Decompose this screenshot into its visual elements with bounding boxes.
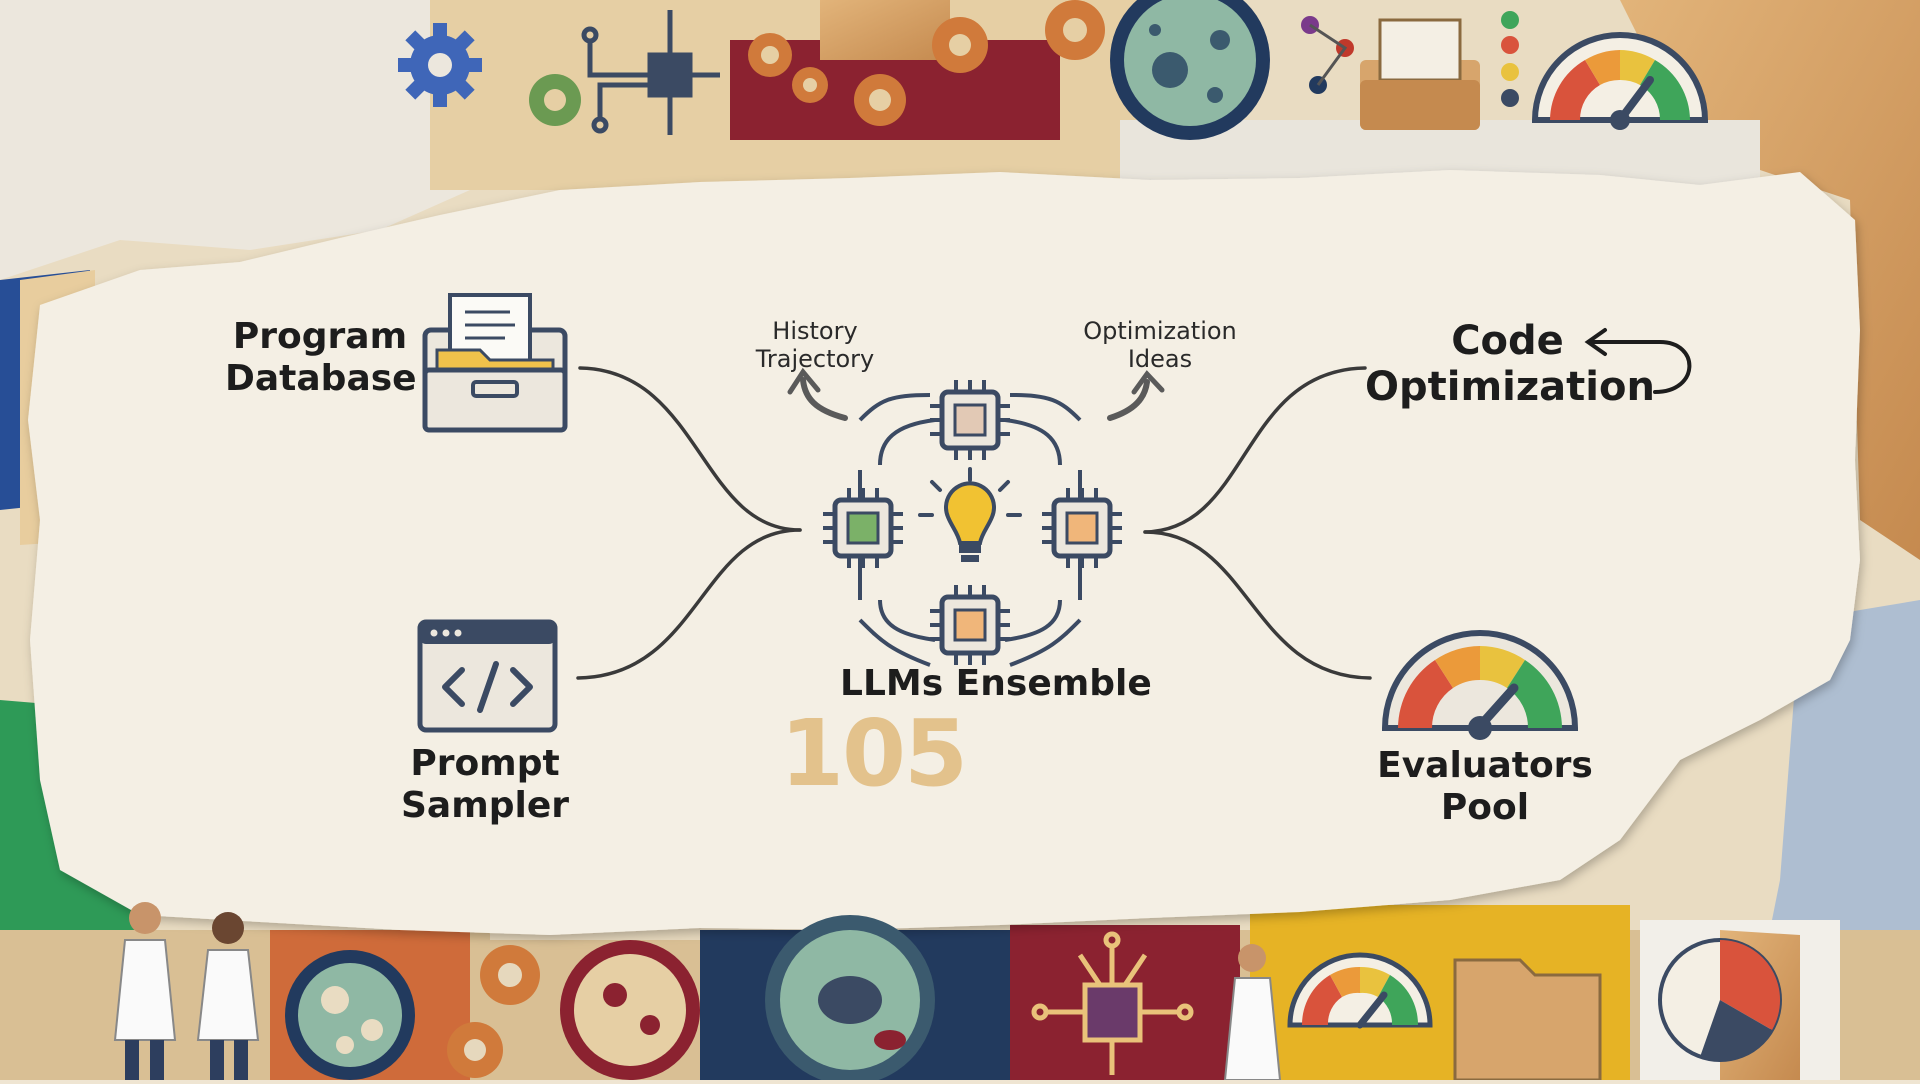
code-optimization-label-line1: Code <box>1451 318 1564 364</box>
history-trajectory-label: History Trajectory <box>735 317 895 373</box>
color-dots-icon <box>1501 11 1519 107</box>
chip-right-icon <box>1042 488 1122 568</box>
optimization-ideas-label-line2: Ideas <box>1127 344 1193 373</box>
petri-dish-bottom-maroon-icon <box>560 940 700 1080</box>
wood-block-top <box>820 0 950 60</box>
scientist-figures-left-icon <box>113 902 260 1080</box>
code-optimization-label-line2: Optimization <box>1365 364 1655 411</box>
prompt-sampler-icon <box>417 619 558 733</box>
program-database-icon <box>422 293 568 433</box>
folder-bottom-icon <box>1453 958 1602 1082</box>
prompt-sampler-label-line2: Sampler <box>400 784 569 826</box>
cell-dish-bottom-icon <box>765 915 935 1084</box>
code-optimization-label: Code Optimization <box>1365 318 1655 411</box>
code-optimization-loop-arrow <box>1588 340 1692 394</box>
scientist-figure-right-icon <box>1223 944 1282 1081</box>
file-box-top-icon <box>1360 18 1480 130</box>
evaluators-pool-label-line1: Evaluators <box>1377 745 1593 786</box>
evaluators-pool-label: Evaluators Pool <box>1375 745 1595 829</box>
circuit-chip-bottom-icon <box>1031 931 1194 1075</box>
history-trajectory-label-line2: Trajectory <box>755 344 875 373</box>
circuit-chip-top-icon <box>581 10 720 135</box>
connector-program-database <box>578 366 802 532</box>
connector-lines <box>576 328 1692 680</box>
history-trajectory-label-line1: History <box>772 317 858 345</box>
petri-dish-top-icon <box>1110 0 1270 140</box>
program-database-label-line1: Program <box>232 316 408 357</box>
blue-gear-icon <box>398 23 482 107</box>
petri-dish-bottom-left-icon <box>285 950 415 1080</box>
chip-top-icon <box>930 380 1010 460</box>
evaluators-pool-label-line2: Pool <box>1440 786 1530 828</box>
counter-number: 105 <box>780 700 968 807</box>
gauge-top-icon <box>1531 32 1709 130</box>
gauge-bottom-icon <box>1287 952 1433 1029</box>
program-database-label-line2: Database <box>225 357 417 399</box>
prompt-sampler-label-line1: Prompt <box>410 743 560 784</box>
lightbulb-icon <box>918 467 1022 562</box>
history-arrow <box>800 377 848 421</box>
connector-code-optimization <box>1143 366 1367 534</box>
connector-prompt-sampler <box>576 528 802 680</box>
ideas-arrow <box>1107 379 1150 421</box>
llms-ensemble-icon <box>823 380 1122 667</box>
wood-panel-top-right <box>1620 0 1920 560</box>
green-gear-icon <box>529 74 581 126</box>
evaluators-pool-gauge-icon <box>1381 630 1579 740</box>
chip-left-icon <box>823 488 903 568</box>
llms-ensemble-label-text: LLMs Ensemble <box>840 663 1152 704</box>
optimization-ideas-label: Optimization Ideas <box>1075 317 1245 373</box>
connector-evaluators-pool <box>1143 530 1372 680</box>
prompt-sampler-label: Prompt Sampler <box>390 743 580 827</box>
molecule-icon <box>1301 16 1354 94</box>
program-database-label: Program Database <box>225 316 417 400</box>
bottom-decorations <box>113 902 1782 1084</box>
chip-bottom-icon <box>930 585 1010 665</box>
optimization-ideas-label-line1: Optimization <box>1083 317 1237 345</box>
llms-ensemble-label: LLMs Ensemble <box>840 663 1152 705</box>
top-decorations <box>398 0 1709 140</box>
pie-chart-bottom-icon <box>1658 938 1782 1062</box>
